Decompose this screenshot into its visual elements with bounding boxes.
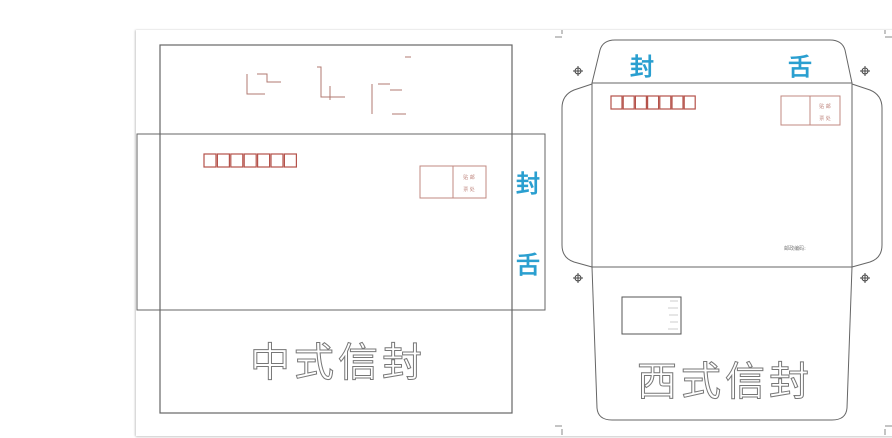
stamp-label-2: 票 处 [463,186,475,193]
top-flap [591,39,853,84]
registration-crosshair-icon [860,66,870,76]
chinese-envelope: 贴 邮 票 处 封 舌 中式信封 [136,44,546,414]
flap-label-1: 封 [516,170,540,198]
crop-marks [555,30,892,435]
postal-code-box [659,95,672,110]
stamp-label-2: 票 处 [819,115,831,122]
registration-marks [573,66,870,283]
postal-code-box [216,153,230,168]
flap-label-2: 舌 [788,53,812,81]
flap-band [136,133,546,311]
envelope-title: 西式信封 [637,359,813,405]
postal-code-box [683,95,696,110]
postal-code-box [257,153,271,168]
postal-code-box [610,95,623,110]
flap-label-1: 封 [630,53,654,81]
postal-code-box [634,95,648,110]
return-address-box [621,296,682,335]
postal-code-box [243,153,257,168]
right-flap [851,83,883,268]
return-address-lines [668,300,678,330]
postal-code-box [203,153,217,168]
postal-code-box [283,153,297,168]
stamp-label-1: 贴 邮 [463,174,475,181]
registration-crosshair-icon [573,66,583,76]
flap-label-2: 舌 [516,251,540,279]
postal-code-box [646,95,660,110]
postal-code-box [671,95,684,110]
postal-code-box [230,153,244,168]
registration-crosshair-icon [573,273,583,283]
registration-crosshair-icon [860,273,870,283]
left-flap [561,83,593,268]
garbled-red-text [246,56,411,115]
postal-code-boxes [203,153,297,168]
postal-code-box [270,153,284,168]
stamp-label-1: 贴 邮 [819,103,831,110]
envelope-body [591,82,853,268]
bottom-flap [591,266,853,421]
stamp-box [419,165,487,199]
document-page [136,30,892,436]
envelope-outline [159,44,513,414]
postal-code-boxes [610,95,696,110]
postal-code-box [622,95,635,110]
envelope-title: 中式信封 [250,340,426,386]
western-envelope [561,39,883,421]
stamp-box [780,95,841,126]
zip-label: 邮政编码: [784,245,806,252]
